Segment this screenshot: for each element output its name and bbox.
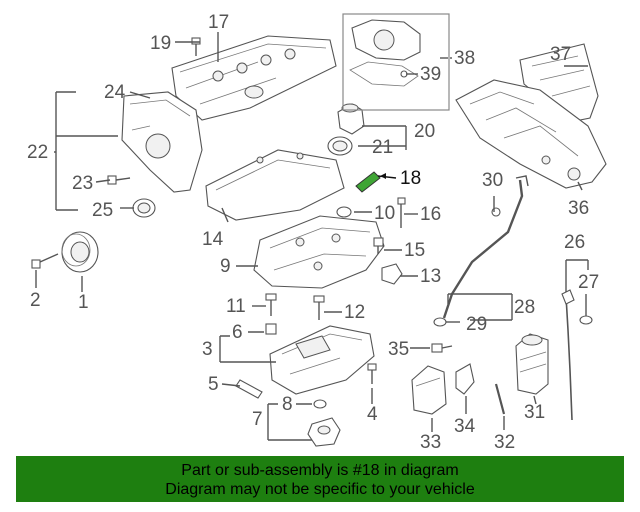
part-36-intake-manifold[interactable] xyxy=(455,79,607,189)
part-4-bolt[interactable] xyxy=(367,363,377,384)
part-19-bolt[interactable] xyxy=(191,37,201,56)
callout-6[interactable]: 6 xyxy=(232,322,243,343)
callout-37[interactable]: 37 xyxy=(550,44,571,65)
part-2-bolt[interactable] xyxy=(31,253,59,269)
callout-13[interactable]: 13 xyxy=(420,266,441,287)
part-32-pin[interactable] xyxy=(494,383,506,415)
part-16-bolt[interactable] xyxy=(397,197,406,228)
callout-9[interactable]: 9 xyxy=(220,256,231,277)
part-3-oil-pan[interactable] xyxy=(269,325,375,395)
callout-16[interactable]: 16 xyxy=(420,204,441,225)
callout-19[interactable]: 19 xyxy=(150,33,171,54)
callout-17[interactable]: 17 xyxy=(208,12,229,33)
callout-24[interactable]: 24 xyxy=(104,82,126,103)
part-37-gasket[interactable] xyxy=(519,43,599,123)
part-5-sensor[interactable] xyxy=(235,379,263,399)
part-31-oil-filter[interactable] xyxy=(515,333,549,395)
callout-10[interactable]: 10 xyxy=(374,203,395,224)
callout-20[interactable]: 20 xyxy=(414,121,435,142)
part-25-seal[interactable] xyxy=(132,198,156,218)
callout-15[interactable]: 15 xyxy=(404,240,425,261)
part-21-seal[interactable] xyxy=(327,136,353,156)
callout-labels: 1 2 3 4 5 6 7 8 9 10 11 12 13 14 15 16 1… xyxy=(27,12,599,453)
part-27-o-ring[interactable] xyxy=(579,315,593,325)
callout-4[interactable]: 4 xyxy=(367,404,378,425)
part-11-bolt[interactable] xyxy=(265,293,277,316)
callout-38[interactable]: 38 xyxy=(454,48,475,69)
callout-8[interactable]: 8 xyxy=(282,394,293,415)
part-24-timing-cover[interactable] xyxy=(121,91,203,193)
callout-14[interactable]: 14 xyxy=(202,229,224,250)
part-6-drain-plug[interactable] xyxy=(265,323,277,335)
callout-35[interactable]: 35 xyxy=(388,339,409,360)
part-26-dipstick[interactable] xyxy=(561,289,575,421)
part-13-bracket[interactable] xyxy=(381,263,403,285)
part-15-bolt[interactable] xyxy=(373,237,384,254)
callout-3[interactable]: 3 xyxy=(202,339,213,360)
callout-36[interactable]: 36 xyxy=(568,198,589,219)
part-29-o-ring[interactable] xyxy=(433,317,447,327)
part-35-bolt[interactable] xyxy=(431,343,453,353)
part-12-bolt[interactable] xyxy=(313,295,325,320)
callout-33[interactable]: 33 xyxy=(420,432,441,453)
callout-30[interactable]: 30 xyxy=(482,170,503,191)
callout-22[interactable]: 22 xyxy=(27,142,48,163)
part-7-oil-level-sensor[interactable] xyxy=(307,417,341,447)
callout-28[interactable]: 28 xyxy=(514,297,535,318)
leader-lines xyxy=(35,32,589,441)
callout-34[interactable]: 34 xyxy=(454,416,476,437)
callout-39[interactable]: 39 xyxy=(420,64,441,85)
callout-25[interactable]: 25 xyxy=(92,200,113,221)
part-9-ladder-frame[interactable] xyxy=(253,215,385,289)
callout-32[interactable]: 32 xyxy=(494,432,515,453)
part-14-cover[interactable] xyxy=(205,149,345,221)
callout-18-highlighted[interactable]: 18 xyxy=(400,168,421,189)
callout-7[interactable]: 7 xyxy=(252,409,263,430)
callout-12[interactable]: 12 xyxy=(344,302,365,323)
part-10-washer[interactable] xyxy=(336,206,352,218)
callout-2[interactable]: 2 xyxy=(30,290,41,311)
callout-11[interactable]: 11 xyxy=(226,296,246,317)
part-34-gasket[interactable] xyxy=(455,363,475,395)
info-banner: Part or sub-assembly is #18 in diagram D… xyxy=(16,456,624,502)
callout-23[interactable]: 23 xyxy=(72,173,93,194)
part-18-highlighted[interactable] xyxy=(355,171,397,193)
part-1-pulley[interactable] xyxy=(61,231,99,273)
callout-1[interactable]: 1 xyxy=(78,292,89,313)
part-20-filler-cap[interactable] xyxy=(337,103,365,135)
callout-31[interactable]: 31 xyxy=(524,402,545,423)
callout-21[interactable]: 21 xyxy=(372,137,393,158)
part-23-bolt[interactable] xyxy=(107,175,131,185)
part-8-o-ring[interactable] xyxy=(313,399,327,409)
exploded-parts-diagram: 1 2 3 4 5 6 7 8 9 10 11 12 13 14 15 16 1… xyxy=(27,12,607,453)
callout-5[interactable]: 5 xyxy=(208,374,219,395)
callout-29[interactable]: 29 xyxy=(466,314,487,335)
banner-line-1: Part or sub-assembly is #18 in diagram xyxy=(181,462,459,479)
callout-26[interactable]: 26 xyxy=(564,232,585,253)
banner-line-2: Diagram may not be specific to your vehi… xyxy=(165,481,475,498)
callout-27[interactable]: 27 xyxy=(578,272,599,293)
part-38-assembly-box[interactable] xyxy=(342,13,450,111)
part-33-oil-filter-housing[interactable] xyxy=(411,365,447,415)
